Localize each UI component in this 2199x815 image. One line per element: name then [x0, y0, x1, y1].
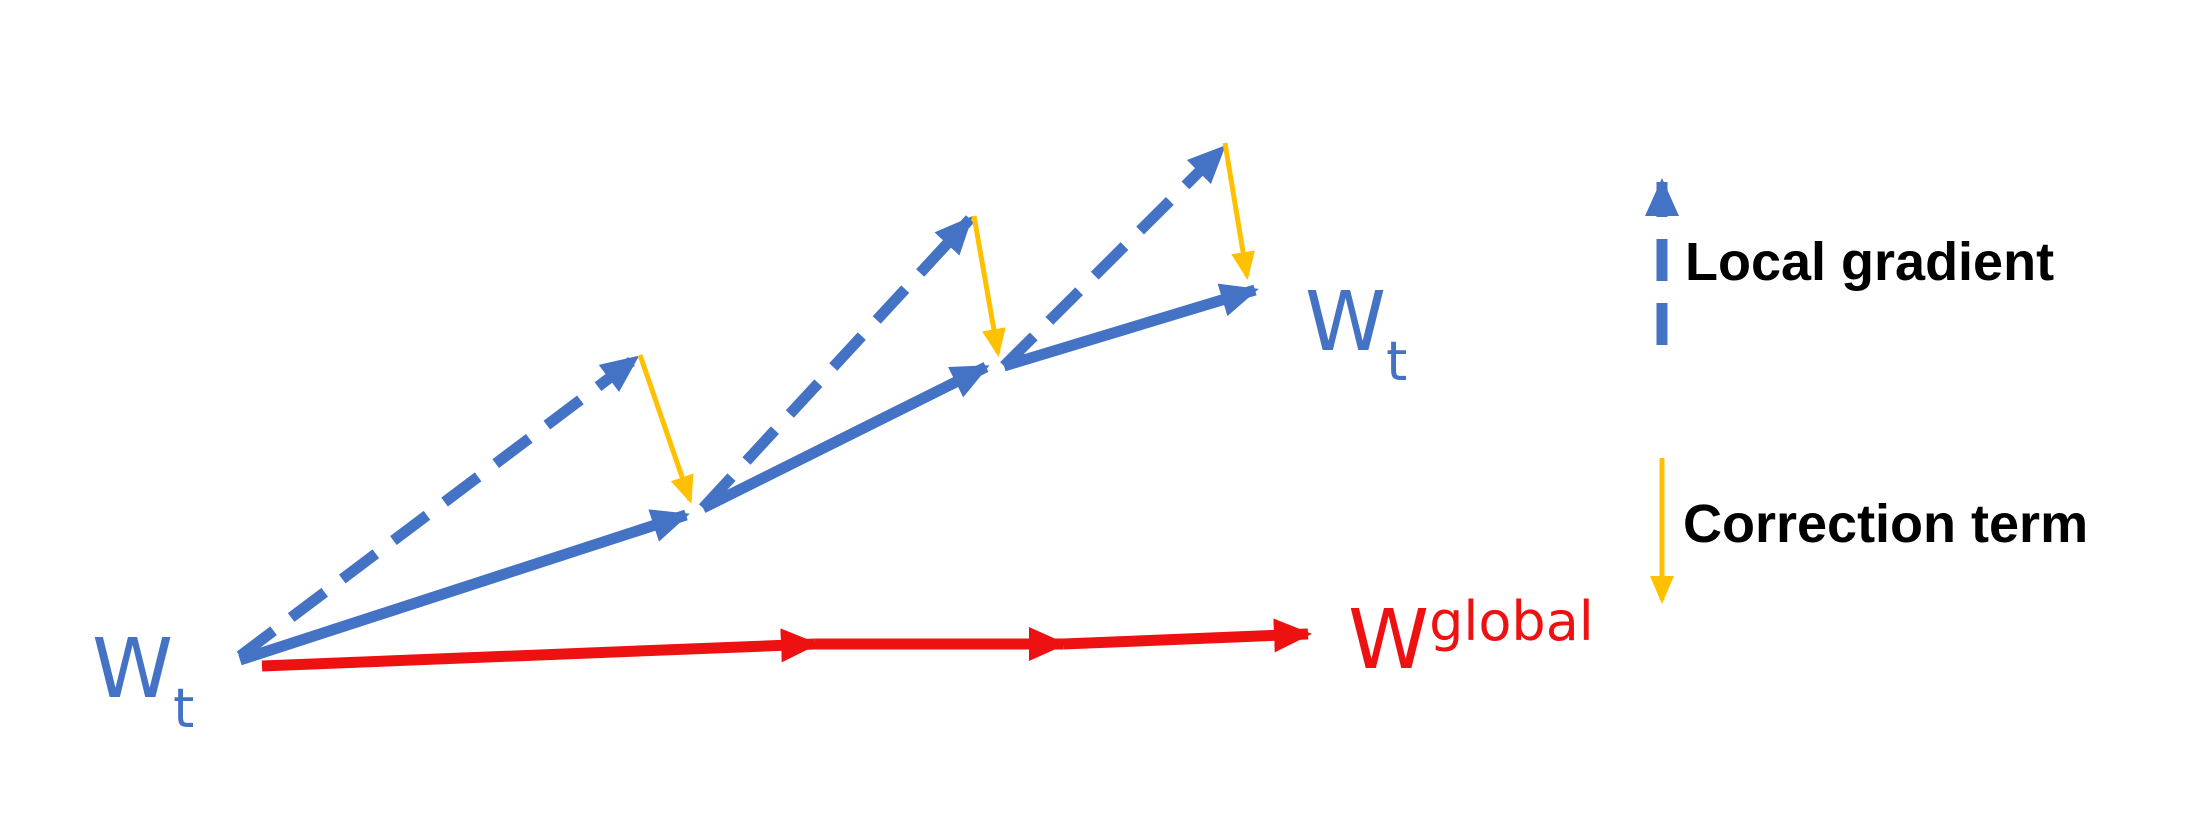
corrected-step-2 — [700, 362, 990, 513]
global-path — [261, 618, 1312, 672]
corrected-path — [238, 283, 1259, 666]
local-end-weight-label: Wt — [1305, 275, 1407, 393]
global-arrow-1 — [261, 628, 819, 672]
corrected-step-1 — [238, 509, 690, 666]
corrected-step-3 — [1002, 283, 1259, 372]
legend-correction-term-label: Correction term — [1683, 494, 2088, 554]
global-arrow-3 — [1062, 618, 1312, 653]
correction-2 — [971, 215, 1006, 357]
local-gradient-1 — [236, 353, 640, 661]
correction-terms — [637, 142, 1255, 504]
correction-1 — [637, 354, 694, 504]
local-gradient-2 — [698, 215, 975, 512]
start-weight-label: Wt — [92, 622, 194, 740]
local-gradient-steps — [236, 144, 1227, 661]
legend: Local gradient Correction term — [1645, 178, 2088, 604]
global-weight-label: Wglobal — [1348, 590, 1594, 688]
legend-local-gradient-label: Local gradient — [1685, 232, 2054, 292]
correction-3 — [1222, 142, 1255, 280]
local-gradient-3 — [1000, 144, 1227, 370]
